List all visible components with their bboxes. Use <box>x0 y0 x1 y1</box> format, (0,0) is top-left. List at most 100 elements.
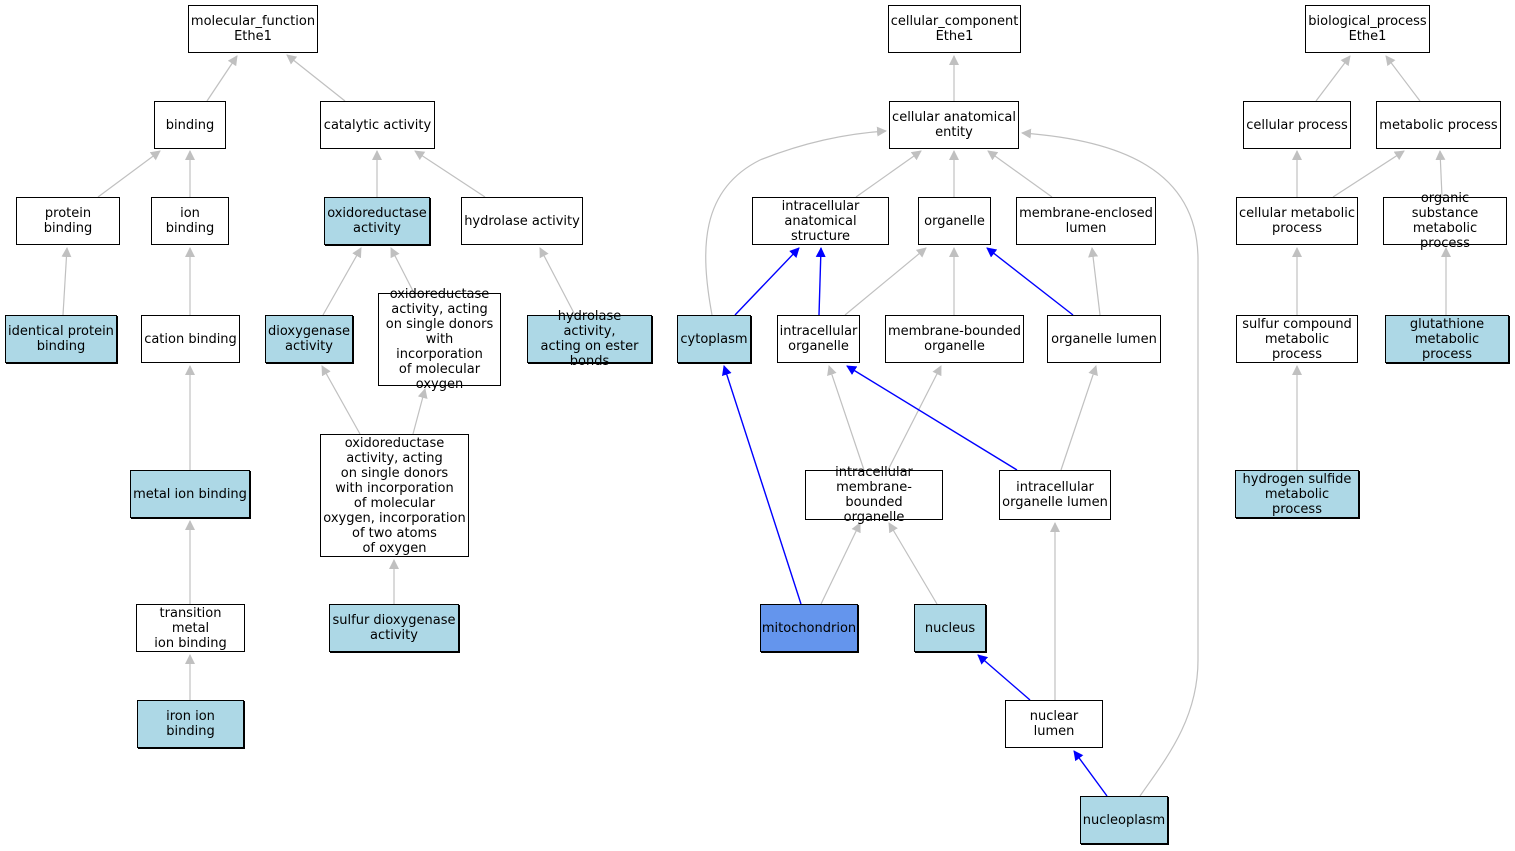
go-term-label: intracellular organelle lumen <box>1002 480 1108 510</box>
go-term-node-iol[interactable]: intracellular organelle lumen <box>999 470 1111 520</box>
edge-nucleus-to-imbo <box>888 522 938 605</box>
go-term-node-ion-binding[interactable]: ion binding <box>151 197 229 245</box>
go-term-label: protein binding <box>43 206 93 236</box>
go-term-node-sulfur-dioxygenase[interactable]: sulfur dioxygenase activity <box>329 604 459 652</box>
go-term-label: glutathione metabolic process <box>1409 316 1485 362</box>
go-term-node-cytoplasm[interactable]: cytoplasm <box>677 315 751 363</box>
go-term-node-gmp[interactable]: glutathione metabolic process <box>1385 315 1509 363</box>
edge-imbo-to-io <box>827 365 865 471</box>
go-term-node-cae[interactable]: cellular anatomical entity <box>889 101 1019 149</box>
go-term-node-metabolic-process[interactable]: metabolic process <box>1376 101 1501 149</box>
go-term-node-nucleus[interactable]: nucleus <box>914 604 986 652</box>
edge-ias-to-cae <box>855 150 922 198</box>
go-term-label: transition metal ion binding <box>154 605 227 651</box>
go-term-label: oxidoreductase activity <box>327 206 427 236</box>
go-term-node-metal-ion[interactable]: metal ion binding <box>130 470 250 518</box>
edge-protein_binding-to-binding <box>97 150 161 198</box>
edge-nucleoplasm-to-cae <box>1021 128 1199 797</box>
go-term-node-osmp[interactable]: organic substance metabolic process <box>1383 191 1507 251</box>
edge-cmp-to-metabolic_process <box>1332 150 1405 198</box>
go-term-node-imbo[interactable]: intracellular membrane-bounded organelle <box>805 465 943 525</box>
edge-osmp-to-metabolic_process <box>1435 150 1446 198</box>
edge-oxido_two-to-dioxygenase <box>321 365 361 435</box>
go-term-node-transition-metal[interactable]: transition metal ion binding <box>136 604 245 652</box>
go-term-node-mito[interactable]: mitochondrion <box>760 604 858 652</box>
edge-cytoplasm-to-ias <box>734 247 800 316</box>
go-term-label: catalytic activity <box>323 117 432 133</box>
go-term-node-organelle[interactable]: organelle <box>918 197 991 245</box>
go-term-label: cellular metabolic process <box>1239 206 1355 236</box>
go-term-node-io[interactable]: intracellular organelle <box>777 315 860 363</box>
go-term-node-hydrolase[interactable]: hydrolase activity <box>461 197 583 245</box>
edge-ol-to-organelle <box>986 247 1074 316</box>
edge-binding-to-mf <box>206 55 238 102</box>
go-term-label: membrane-bounded organelle <box>888 324 1022 354</box>
go-term-label: oxidoreductase activity, acting on singl… <box>323 435 466 556</box>
edge-dioxygenase-to-oxidoreductase <box>322 247 362 316</box>
go-term-label: cellular anatomical entity <box>892 110 1016 140</box>
go-term-label: intracellular anatomical structure <box>781 198 860 244</box>
go-term-label: cellular_component Ethe1 <box>890 14 1019 44</box>
go-term-label: biological_process Ethe1 <box>1308 14 1427 44</box>
go-term-node-oxido-two[interactable]: oxidoreductase activity, acting on singl… <box>320 434 469 557</box>
go-term-label: ion binding <box>165 206 215 236</box>
go-term-label: mitochondrion <box>761 620 857 636</box>
edge-cellular_process-to-bp <box>1315 55 1351 102</box>
edge-mito-to-imbo <box>820 522 861 605</box>
edge-mel-to-cae <box>987 150 1053 198</box>
go-term-node-cmp[interactable]: cellular metabolic process <box>1236 197 1358 245</box>
edge-ol-to-mel <box>1088 247 1101 316</box>
edge-imbo-to-mbo <box>887 365 942 471</box>
go-term-node-protein-binding[interactable]: protein binding <box>16 197 120 245</box>
go-term-label: cellular process <box>1246 117 1348 133</box>
go-term-label: metal ion binding <box>133 486 247 502</box>
edge-hydrolase-to-catalytic <box>414 150 486 198</box>
go-term-node-oxido-single[interactable]: oxidoreductase activity, acting on singl… <box>378 287 501 392</box>
go-term-node-oxidoreductase[interactable]: oxidoreductase activity <box>324 197 430 245</box>
go-term-node-mbo[interactable]: membrane-bounded organelle <box>885 315 1024 363</box>
go-term-label: organelle lumen <box>1051 331 1157 347</box>
go-term-label: organic substance metabolic process <box>1411 191 1479 251</box>
go-term-label: iron ion binding <box>166 709 215 739</box>
go-term-node-cellular-process[interactable]: cellular process <box>1243 101 1351 149</box>
go-term-label: nucleus <box>924 620 976 636</box>
go-term-node-identical-protein[interactable]: identical protein binding <box>5 315 117 363</box>
go-term-label: membrane-enclosed lumen <box>1019 206 1153 236</box>
go-term-node-catalytic[interactable]: catalytic activity <box>320 101 435 149</box>
edge-catalytic-to-mf <box>286 54 346 102</box>
go-term-node-bp[interactable]: biological_process Ethe1 <box>1305 5 1430 53</box>
go-term-label: metabolic process <box>1379 117 1498 133</box>
edge-oxido_single-to-oxidoreductase <box>390 247 415 294</box>
edge-cytoplasm-to-cae <box>705 126 887 316</box>
go-term-node-iron-ion[interactable]: iron ion binding <box>137 700 244 748</box>
go-term-node-hydrolase-ester[interactable]: hydrolase activity, acting on ester bond… <box>527 309 652 369</box>
go-term-node-ias[interactable]: intracellular anatomical structure <box>752 197 889 245</box>
edge-oxido_two-to-oxido_single <box>412 388 428 435</box>
edge-io-to-ias <box>815 247 826 316</box>
go-term-node-mel[interactable]: membrane-enclosed lumen <box>1016 197 1156 245</box>
go-term-label: molecular_function Ethe1 <box>190 14 316 44</box>
go-term-node-nuclear-lumen[interactable]: nuclear lumen <box>1005 700 1103 748</box>
go-term-node-scmp[interactable]: sulfur compound metabolic process <box>1236 315 1358 363</box>
go-term-node-cc[interactable]: cellular_component Ethe1 <box>888 5 1021 53</box>
go-term-node-nucleoplasm[interactable]: nucleoplasm <box>1080 796 1168 844</box>
go-term-label: hydrolase activity, acting on ester bond… <box>540 309 639 369</box>
go-term-node-cation-binding[interactable]: cation binding <box>141 315 240 363</box>
go-term-label: cytoplasm <box>680 331 748 347</box>
go-term-label: intracellular membrane-bounded organelle <box>835 465 913 525</box>
go-term-label: hydrogen sulfide metabolic process <box>1242 471 1352 517</box>
go-term-node-dioxygenase[interactable]: dioxygenase activity <box>265 315 353 363</box>
edge-mito-to-cytoplasm <box>722 365 802 605</box>
go-term-node-ol[interactable]: organelle lumen <box>1047 315 1161 363</box>
go-term-label: binding <box>165 117 215 133</box>
go-term-label: nucleoplasm <box>1082 812 1166 828</box>
go-term-label: identical protein binding <box>8 324 114 354</box>
go-term-node-hsmp[interactable]: hydrogen sulfide metabolic process <box>1235 470 1359 518</box>
go-term-label: sulfur dioxygenase activity <box>332 613 456 643</box>
edge-hydrolase_ester-to-hydrolase <box>539 247 576 316</box>
go-term-node-mf[interactable]: molecular_function Ethe1 <box>188 5 318 53</box>
go-term-label: organelle <box>924 213 985 229</box>
go-term-node-binding[interactable]: binding <box>154 101 226 149</box>
